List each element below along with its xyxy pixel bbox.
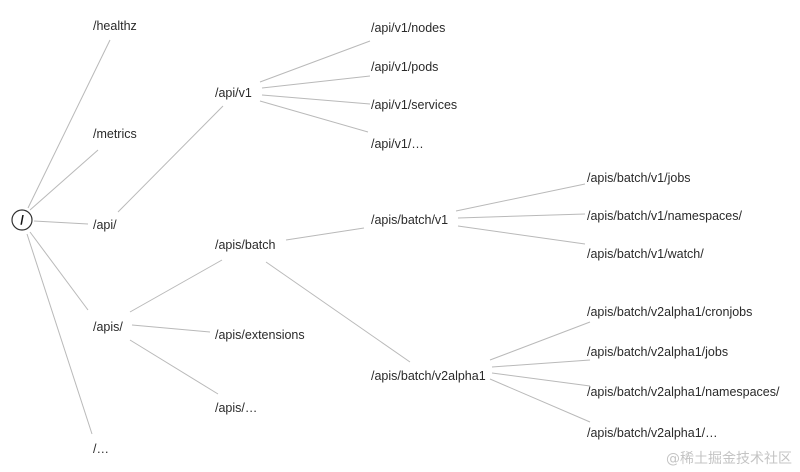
watermark: @稀土掘金技术社区: [666, 451, 792, 467]
node-apis-batch: /apis/batch: [215, 238, 276, 252]
node-batch-v1-namespaces: /apis/batch/v1/namespaces/: [587, 209, 742, 223]
edge-root-healthz: [27, 39, 111, 209]
api-branch-nodes: /api/v1 /api/v1/nodes /api/v1/pods /api/…: [215, 21, 457, 151]
edge-batch-v1: [285, 227, 365, 241]
root-node: /: [11, 209, 33, 231]
node-apis-more: /apis/…: [215, 401, 257, 415]
node-batch-v2alpha1-cronjobs: /apis/batch/v2alpha1/cronjobs: [587, 305, 752, 319]
node-batch-v2alpha1-jobs: /apis/batch/v2alpha1/jobs: [587, 345, 728, 359]
node-api-v1-services: /api/v1/services: [371, 98, 457, 112]
edge-apis-more: [129, 339, 219, 395]
edge-v1-pods: [261, 75, 371, 89]
edge-v1-nodes: [259, 40, 371, 83]
node-api-v1-nodes: /api/v1/nodes: [371, 21, 445, 35]
edge-root-metrics: [29, 149, 99, 211]
node-api-v1-more: /api/v1/…: [371, 137, 424, 151]
node-api-v1: /api/v1: [215, 86, 252, 100]
edge-bv2-more: [489, 378, 591, 423]
edge-api-v1: [117, 105, 224, 213]
node-apis: /apis/: [93, 320, 123, 334]
edge-apis-batch: [129, 259, 223, 313]
edge-batch-v2alpha1: [265, 261, 411, 363]
edge-v1-services: [261, 94, 371, 105]
edge-apis-extensions: [131, 324, 211, 333]
edge-bv1-jobs: [455, 183, 586, 212]
level1-nodes: /healthz /metrics /api/ /apis/ /…: [93, 19, 137, 456]
apis-branch-nodes: /apis/batch /apis/extensions /apis/… /ap…: [215, 171, 780, 440]
node-batch-v1-jobs: /apis/batch/v1/jobs: [587, 171, 691, 185]
edge-v1-more: [259, 100, 369, 133]
node-root-more: /…: [93, 442, 109, 456]
root-label: /: [20, 213, 24, 228]
edge-bv2-jobs: [491, 359, 591, 368]
node-batch-v2alpha1-more: /apis/batch/v2alpha1/…: [587, 426, 718, 440]
edge-root-api: [33, 220, 89, 225]
node-api: /api/: [93, 218, 117, 232]
edge-root-more: [26, 233, 93, 435]
node-batch-v1-watch: /apis/batch/v1/watch/: [587, 247, 704, 261]
edge-bv1-watch: [457, 225, 586, 245]
node-batch-v1: /apis/batch/v1: [371, 213, 448, 227]
node-apis-extensions: /apis/extensions: [215, 328, 305, 342]
node-api-v1-pods: /api/v1/pods: [371, 60, 438, 74]
node-healthz: /healthz: [93, 19, 137, 33]
node-batch-v2alpha1-namespaces: /apis/batch/v2alpha1/namespaces/: [587, 385, 780, 399]
edge-root-apis: [29, 231, 89, 311]
node-metrics: /metrics: [93, 127, 137, 141]
tree-edges: [26, 39, 591, 435]
edge-bv1-namespaces: [457, 213, 586, 219]
node-batch-v2alpha1: /apis/batch/v2alpha1: [371, 369, 486, 383]
root-circle: [11, 209, 33, 231]
edge-bv2-cronjobs: [489, 321, 591, 361]
edge-bv2-namespaces: [491, 372, 591, 387]
